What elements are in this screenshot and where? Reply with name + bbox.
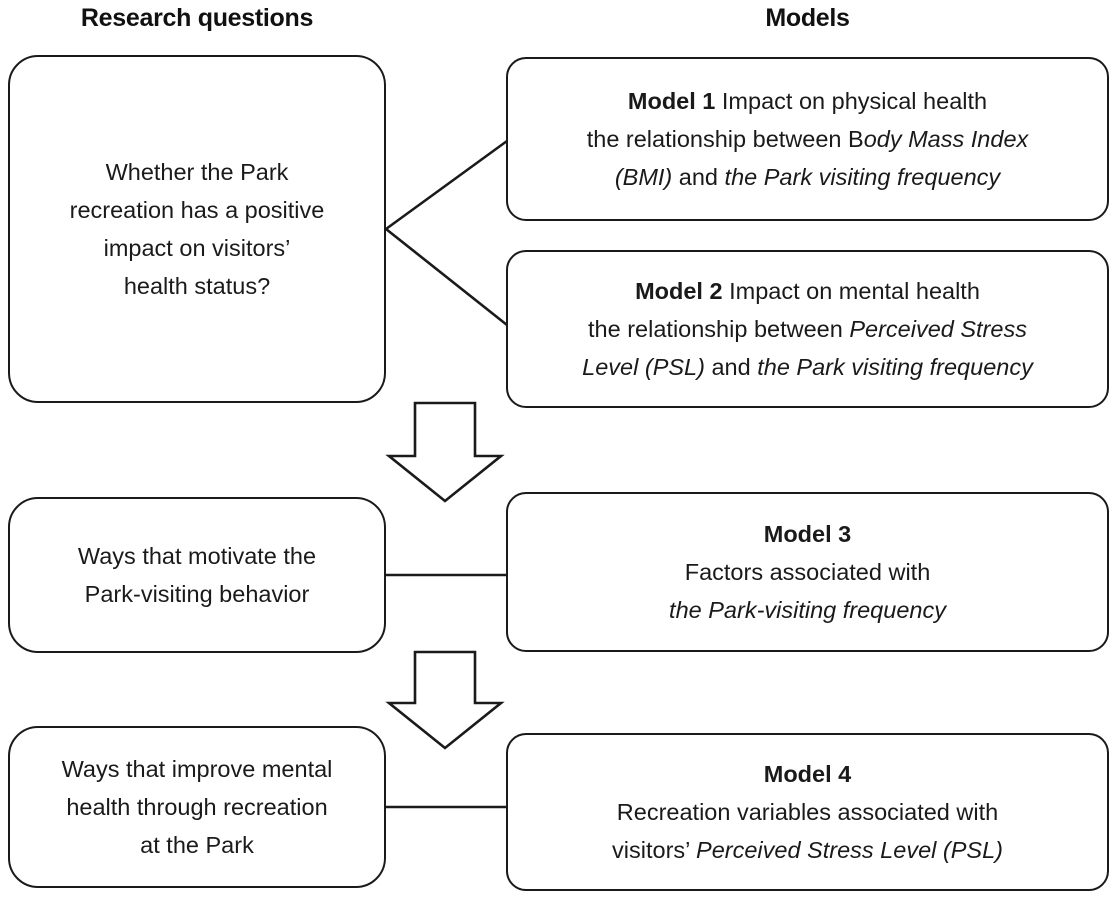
model-4-box[interactable]: Model 4 Recreation variables associated … <box>506 733 1109 891</box>
model-3-label: Model 3 <box>763 520 852 547</box>
model-3-box[interactable]: Model 3 Factors associated with the Park… <box>506 492 1109 652</box>
model-3-line3-italic: the Park-visiting frequency <box>669 597 946 624</box>
model-4-label: Model 4 <box>763 760 852 787</box>
model-2-label: Model 2 <box>635 277 723 304</box>
model-2-title-rest: Impact on mental health <box>722 277 980 304</box>
research-question-3-text: Ways that improve mental health through … <box>10 750 384 864</box>
column-header-models: Models <box>765 4 850 32</box>
model-1-line2-italic: ody Mass Index <box>863 125 1029 152</box>
rq1-line-4: health status? <box>123 273 271 300</box>
research-question-2-text: Ways that motivate the Park-visiting beh… <box>10 537 384 613</box>
model-2-text: Model 2 Impact on mental health the rela… <box>508 272 1107 386</box>
down-arrow-lower-icon <box>385 650 505 750</box>
model-1-line3-plain: and <box>672 164 725 191</box>
rq2-line-2: Park-visiting behavior <box>84 581 310 607</box>
column-header-research-questions: Research questions <box>80 4 314 32</box>
model-1-line3-italic-a: (BMI) <box>614 164 673 191</box>
research-question-3-box[interactable]: Ways that improve mental health through … <box>8 726 386 888</box>
rq3-line-2: health through recreation <box>66 793 328 820</box>
model-4-line3-italic: Perceived Stress Level (PSL) <box>696 837 1003 864</box>
model-1-text: Model 1 Impact on physical health the re… <box>508 82 1107 196</box>
model-2-line3-italic-a: Level (PSL) <box>582 354 705 381</box>
model-3-text: Model 3 Factors associated with the Park… <box>508 515 1107 629</box>
down-arrow-upper-icon <box>385 401 505 503</box>
rq1-line-3: impact on visitors’ <box>103 235 291 261</box>
research-question-2-box[interactable]: Ways that motivate the Park-visiting beh… <box>8 497 386 653</box>
rq3-line-1: Ways that improve mental <box>61 755 333 782</box>
model-4-text: Model 4 Recreation variables associated … <box>508 755 1107 869</box>
model-4-line3-plain: visitors’ <box>612 837 697 864</box>
model-2-line3-plain: and <box>704 354 758 381</box>
rq2-line-1: Ways that motivate the <box>77 542 317 569</box>
model-1-title-rest: Impact on physical health <box>715 87 988 114</box>
rq3-line-3: at the Park <box>140 832 254 859</box>
model-1-label: Model 1 <box>627 87 716 114</box>
model-1-box[interactable]: Model 1 Impact on physical health the re… <box>506 57 1109 221</box>
model-2-box[interactable]: Model 2 Impact on mental health the rela… <box>506 250 1109 408</box>
model-2-line2-plain: the relationship between <box>588 315 850 342</box>
model-1-line3-italic-b: the Park visiting frequency <box>724 164 1001 191</box>
research-question-1-text: Whether the Park recreation has a positi… <box>10 153 384 305</box>
connector-rq1-to-model1 <box>385 139 508 231</box>
rq1-line-1: Whether the Park <box>105 158 289 185</box>
model-2-line2-italic: Perceived Stress <box>849 315 1027 342</box>
connector-rq1-to-model2 <box>385 227 508 327</box>
research-question-1-box[interactable]: Whether the Park recreation has a positi… <box>8 55 386 403</box>
model-2-line3-italic-b: the Park visiting frequency <box>757 354 1033 381</box>
model-3-line2-plain: Factors associated with <box>684 558 931 585</box>
model-4-line2-plain: Recreation variables associated with <box>616 798 999 825</box>
model-1-line2-plain: the relationship between B <box>586 125 864 152</box>
rq1-line-2: recreation has a positive <box>69 196 325 223</box>
